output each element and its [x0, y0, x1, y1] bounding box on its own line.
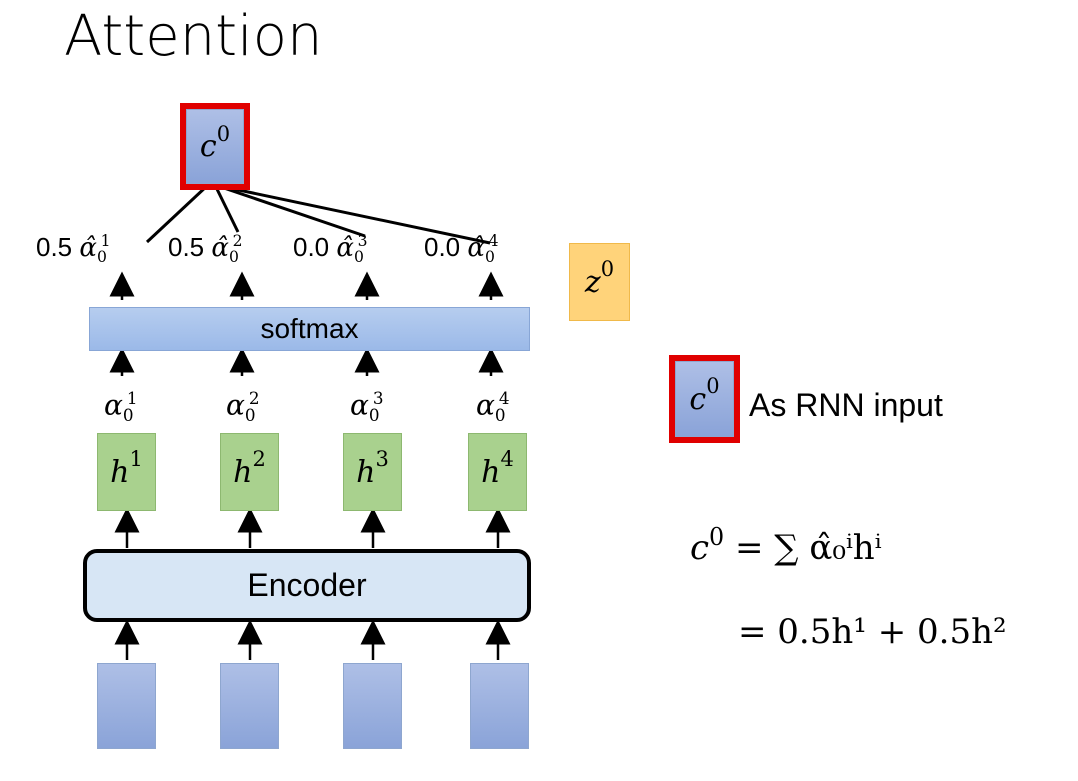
- equation-line-2: = 0.5h¹ + 0.5h²: [738, 612, 1007, 652]
- weight-label-1: 0.5 α̂01: [36, 232, 111, 267]
- weight-line-3: [214, 183, 366, 238]
- rnn-input-caption: As RNN input: [749, 387, 943, 423]
- encoder-block: Encoder: [83, 549, 531, 622]
- weight-line-2: [213, 184, 240, 233]
- equation-line-1: c0 = ∑ α̂₀ⁱhⁱ: [690, 522, 882, 568]
- input-block-3: [343, 663, 402, 749]
- weight-label-3: 0.0 α̂03: [293, 232, 368, 267]
- slide-title: Attention: [64, 4, 323, 69]
- input-block-4: [470, 663, 529, 749]
- input-block-2: [220, 663, 279, 749]
- weight-label-2: 0.5 α̂02: [168, 232, 243, 267]
- alpha-label-2: α02: [226, 388, 260, 425]
- alpha-label-3: α03: [350, 388, 384, 425]
- alpha-label-1: α01: [104, 388, 138, 425]
- weight-label-4: 0.0 α̂04: [424, 232, 499, 267]
- softmax-layer: softmax: [89, 307, 530, 351]
- input-block-1: [97, 663, 156, 749]
- weight-line-4: [214, 183, 491, 245]
- weight-line-1: [145, 183, 210, 244]
- alpha-label-4: α04: [476, 388, 510, 425]
